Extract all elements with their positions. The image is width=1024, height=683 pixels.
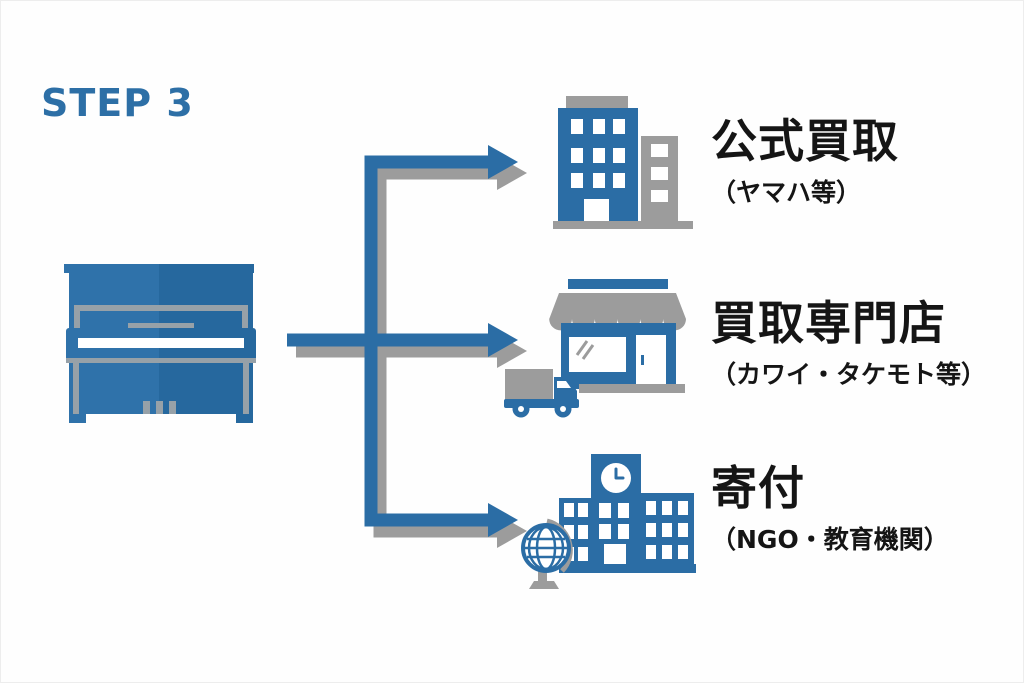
annex-building <box>641 136 678 226</box>
option-3-title: 寄付 <box>711 461 805 515</box>
arrow-main <box>287 155 488 527</box>
option-2-title: 買取専門店 <box>711 296 946 350</box>
option-2-text: 買取専門店 （カワイ・タケモト等） <box>711 298 1011 391</box>
school-building <box>559 454 696 573</box>
option-1-subtitle: （ヤマハ等） <box>711 177 862 207</box>
option-1-title: 公式買取 <box>711 114 899 168</box>
arrow-shadow <box>296 166 497 538</box>
ground-strip <box>553 221 693 229</box>
option-3-subtitle: （NGO・教育機関） <box>711 524 949 554</box>
office-buildings-icon <box>553 96 693 229</box>
option-3-text: 寄付 （NGO・教育機関） <box>711 463 1011 556</box>
main-building <box>558 96 638 226</box>
storefront <box>549 279 686 393</box>
step-label: STEP 3 <box>41 81 194 125</box>
globe-icon <box>521 518 573 589</box>
piano-body <box>64 264 256 423</box>
option-1-text: 公式買取 （ヤマハ等） <box>711 116 1011 209</box>
delivery-truck <box>503 367 579 418</box>
school-and-globe-icon <box>521 454 696 589</box>
upright-piano-icon <box>64 264 256 423</box>
arrow-main-heads <box>488 145 518 537</box>
option-2-subtitle: （カワイ・タケモト等） <box>711 359 987 389</box>
storefront-and-truck-icon <box>503 279 686 418</box>
